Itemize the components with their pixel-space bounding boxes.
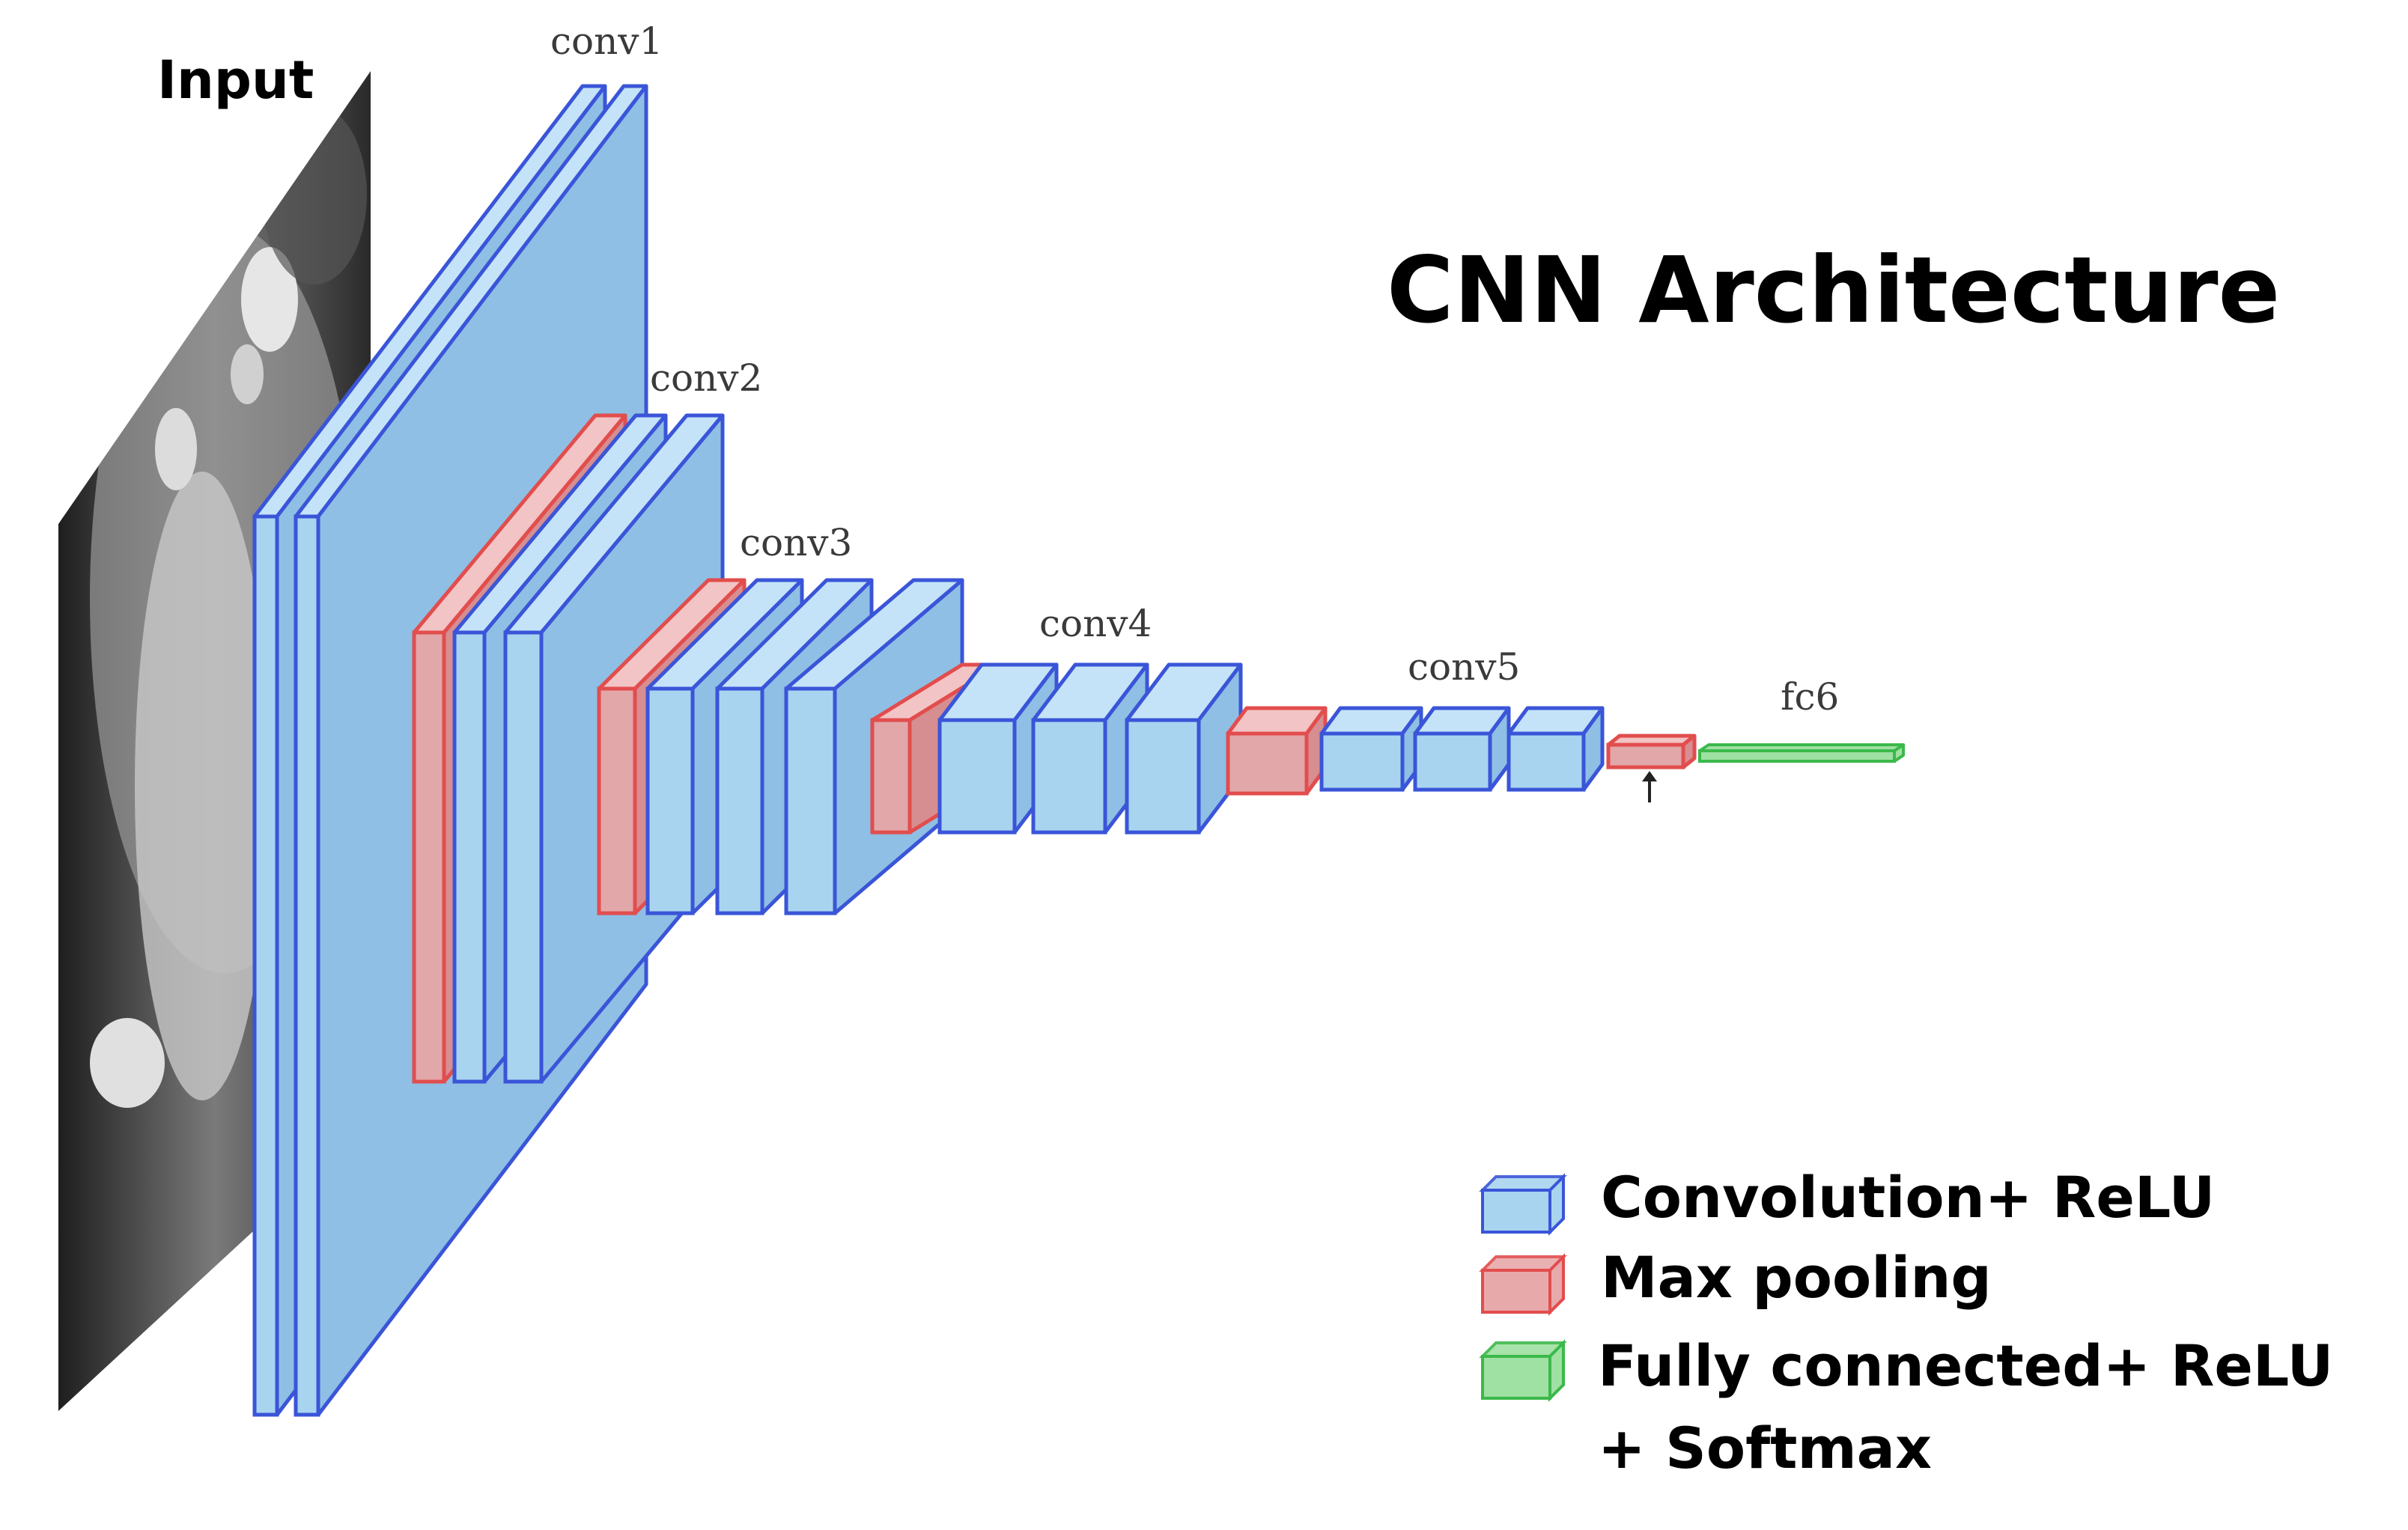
legend-label-conv: Convolution+ ReLU: [1601, 1164, 2216, 1231]
stage-label-fc6: fc6: [1781, 675, 1839, 719]
legend-swatch-pool: [1479, 1253, 1567, 1316]
pool5-layer: [1606, 734, 1697, 769]
legend: [1479, 1173, 1567, 1402]
conv5-layer-a: [1319, 706, 1423, 792]
stage-label-conv2: conv2: [650, 356, 762, 400]
network-layers: [252, 84, 1905, 1417]
conv4-layer-c: [1125, 662, 1243, 835]
stage-label-conv1: conv1: [550, 19, 663, 63]
stage-label-conv4: conv4: [1039, 602, 1152, 645]
fc6-layer: [1698, 743, 1905, 763]
input-label: Input: [157, 49, 314, 111]
diagram-title: CNN Architecture: [1387, 237, 2281, 344]
stage-label-conv5: conv5: [1408, 645, 1520, 689]
arrow-up-icon: [1642, 771, 1657, 802]
legend-label-pool: Max pooling: [1601, 1244, 1992, 1311]
legend-swatch-conv: [1479, 1173, 1567, 1236]
stage-label-conv3: conv3: [740, 521, 852, 564]
conv4-layer-b: [1031, 662, 1149, 835]
legend-label-fc: Fully connected+ ReLU: [1598, 1332, 2334, 1399]
legend-swatch-fc: [1479, 1339, 1567, 1402]
legend-label-fc-softmax: + Softmax: [1598, 1415, 1932, 1481]
pool4-layer: [1226, 706, 1328, 796]
conv5-layer-c: [1506, 706, 1605, 792]
conv5-layer-b: [1413, 706, 1511, 792]
